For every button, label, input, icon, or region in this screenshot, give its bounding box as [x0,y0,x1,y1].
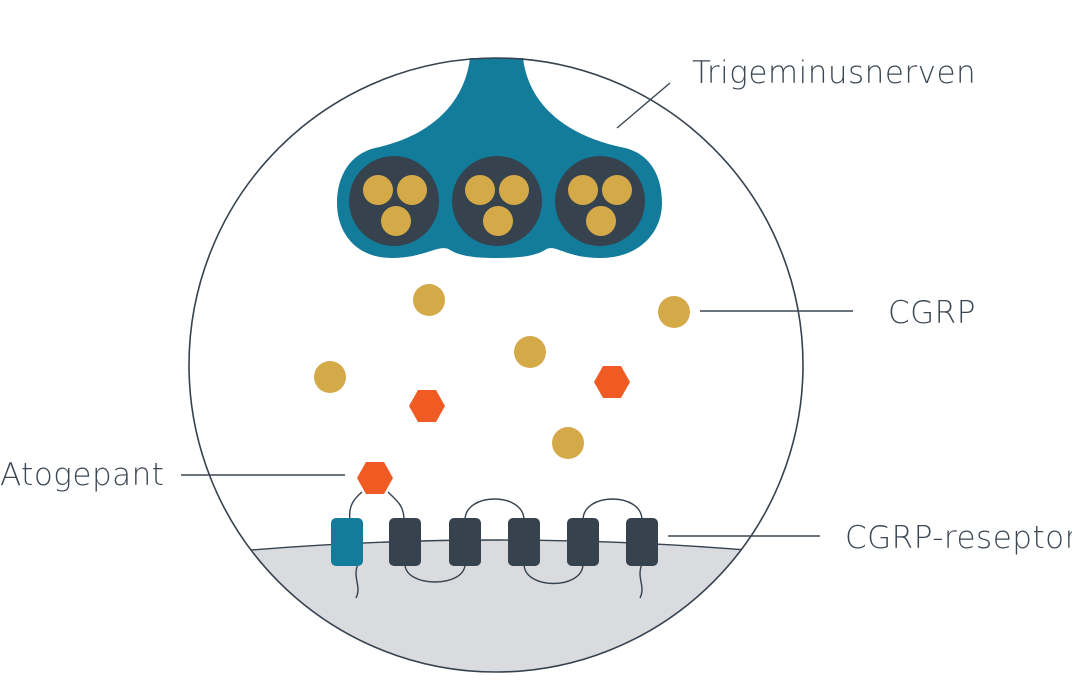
label-atogepant: Atogepant [0,457,164,493]
magnified-view-outline [188,57,804,673]
receptor-segment [626,518,658,566]
vesicle-3 [555,156,645,246]
cgrp-molecule [552,427,584,459]
label-cgrp-receptor: CGRP-reseptor [845,520,1072,556]
label-trigeminal-nerve: Trigeminusnerven [692,55,976,91]
atogepant-bound-molecule [357,462,393,494]
atogepant-molecule [594,366,630,398]
cgrp-molecule [413,284,445,316]
cgrp-molecule [314,361,346,393]
vesicle-1 [349,156,439,246]
vesicle-2 [452,156,542,246]
receptor-segment [508,518,540,566]
nerve-leader-line [616,82,671,129]
receptor-segment [567,518,599,566]
label-cgrp: CGRP [888,295,976,331]
receptor-segment [389,518,421,566]
receptor-segment-bound [331,518,363,566]
cgrp-molecule [514,336,546,368]
cell-membrane [189,539,803,672]
receptor-segment [449,518,481,566]
receptor-strands [348,491,643,599]
cgrp-molecule [658,296,690,328]
atogepant-molecule [409,390,445,422]
